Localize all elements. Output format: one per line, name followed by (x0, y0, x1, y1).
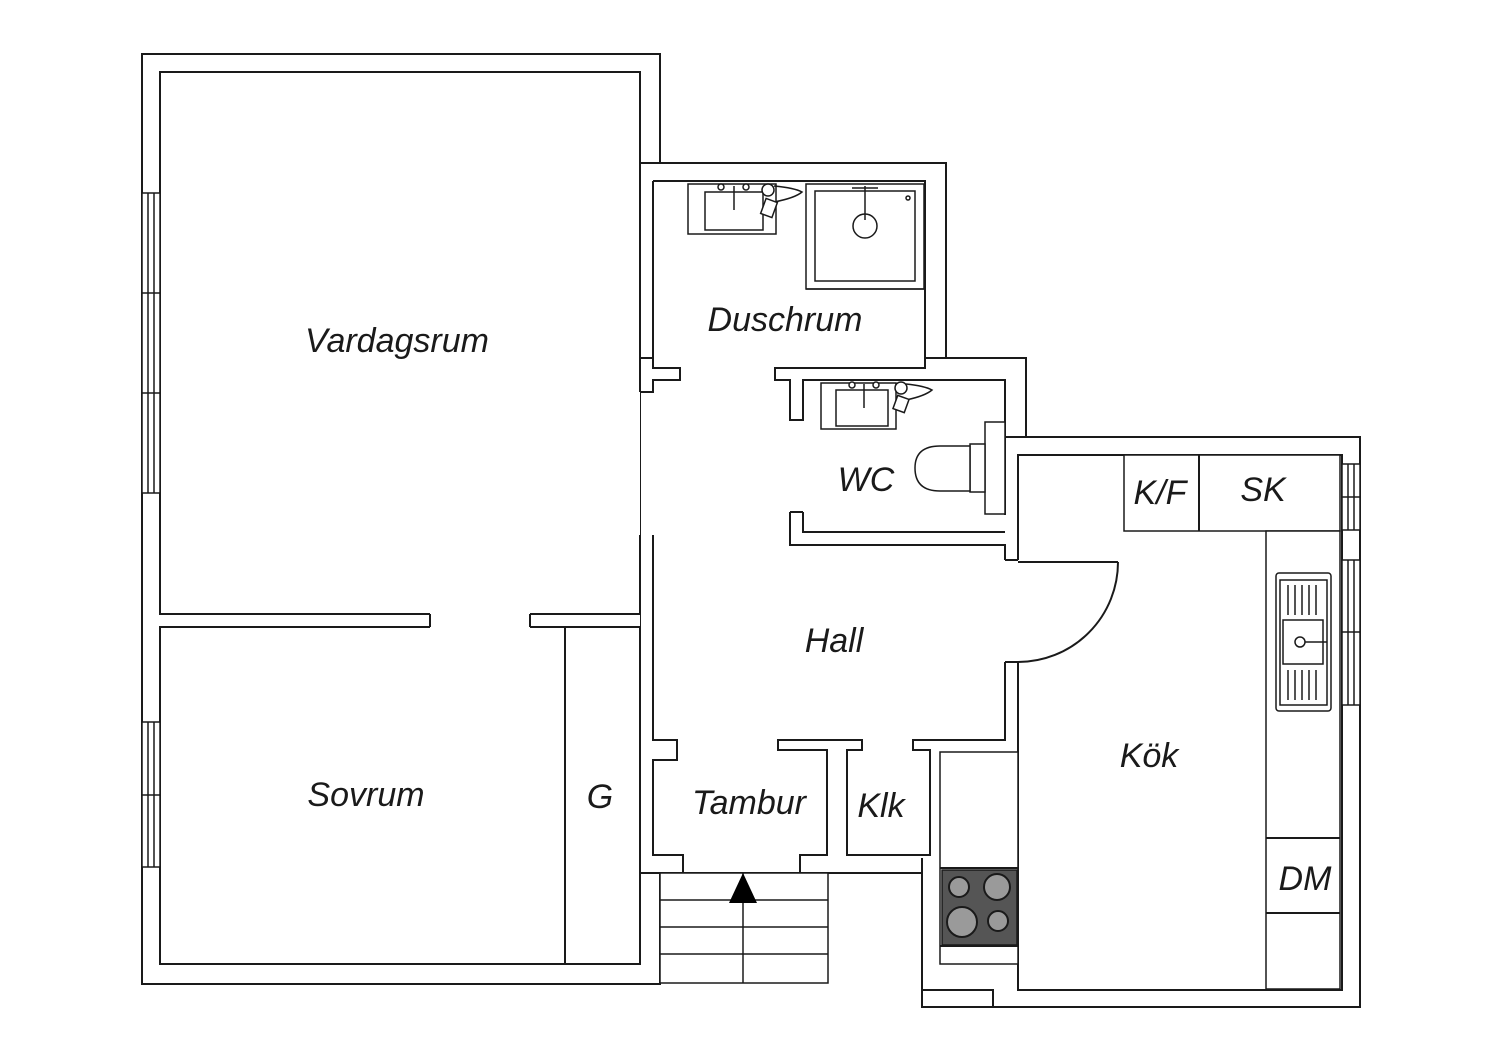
room-label-sk: SK (1240, 471, 1286, 509)
room-label-kf: K/F (1133, 474, 1187, 512)
room-label-vardagsrum: Vardagsrum (305, 322, 489, 360)
room-label-tambur: Tambur (691, 784, 807, 822)
shower-icon (805, 183, 925, 290)
sink-icon (1275, 572, 1332, 712)
kitchen (939, 454, 1343, 991)
sink-icon (820, 381, 934, 430)
room-label-wc: WC (837, 461, 895, 499)
toilet-icon (914, 421, 1006, 515)
room-label-sovrum: Sovrum (307, 776, 425, 814)
sink-icon (687, 183, 804, 235)
hall-walls (777, 559, 1119, 873)
room-label-hall: Hall (804, 622, 864, 660)
shower-room (653, 180, 1006, 515)
room-label-duschrum: Duschrum (707, 301, 863, 339)
entrance-steps (659, 872, 994, 1007)
wc-room (789, 381, 1006, 560)
windows-right (1341, 463, 1361, 706)
room-label-klk: Klk (857, 787, 905, 825)
room-label-kok: Kök (1119, 737, 1179, 775)
windows-left (141, 192, 161, 868)
stove-icon (941, 869, 1018, 946)
living-bedroom-walls (159, 71, 684, 965)
room-label-dm: DM (1278, 860, 1332, 898)
triangle-up-arrow-icon (729, 873, 757, 903)
room-label-garderob: G (586, 778, 614, 816)
